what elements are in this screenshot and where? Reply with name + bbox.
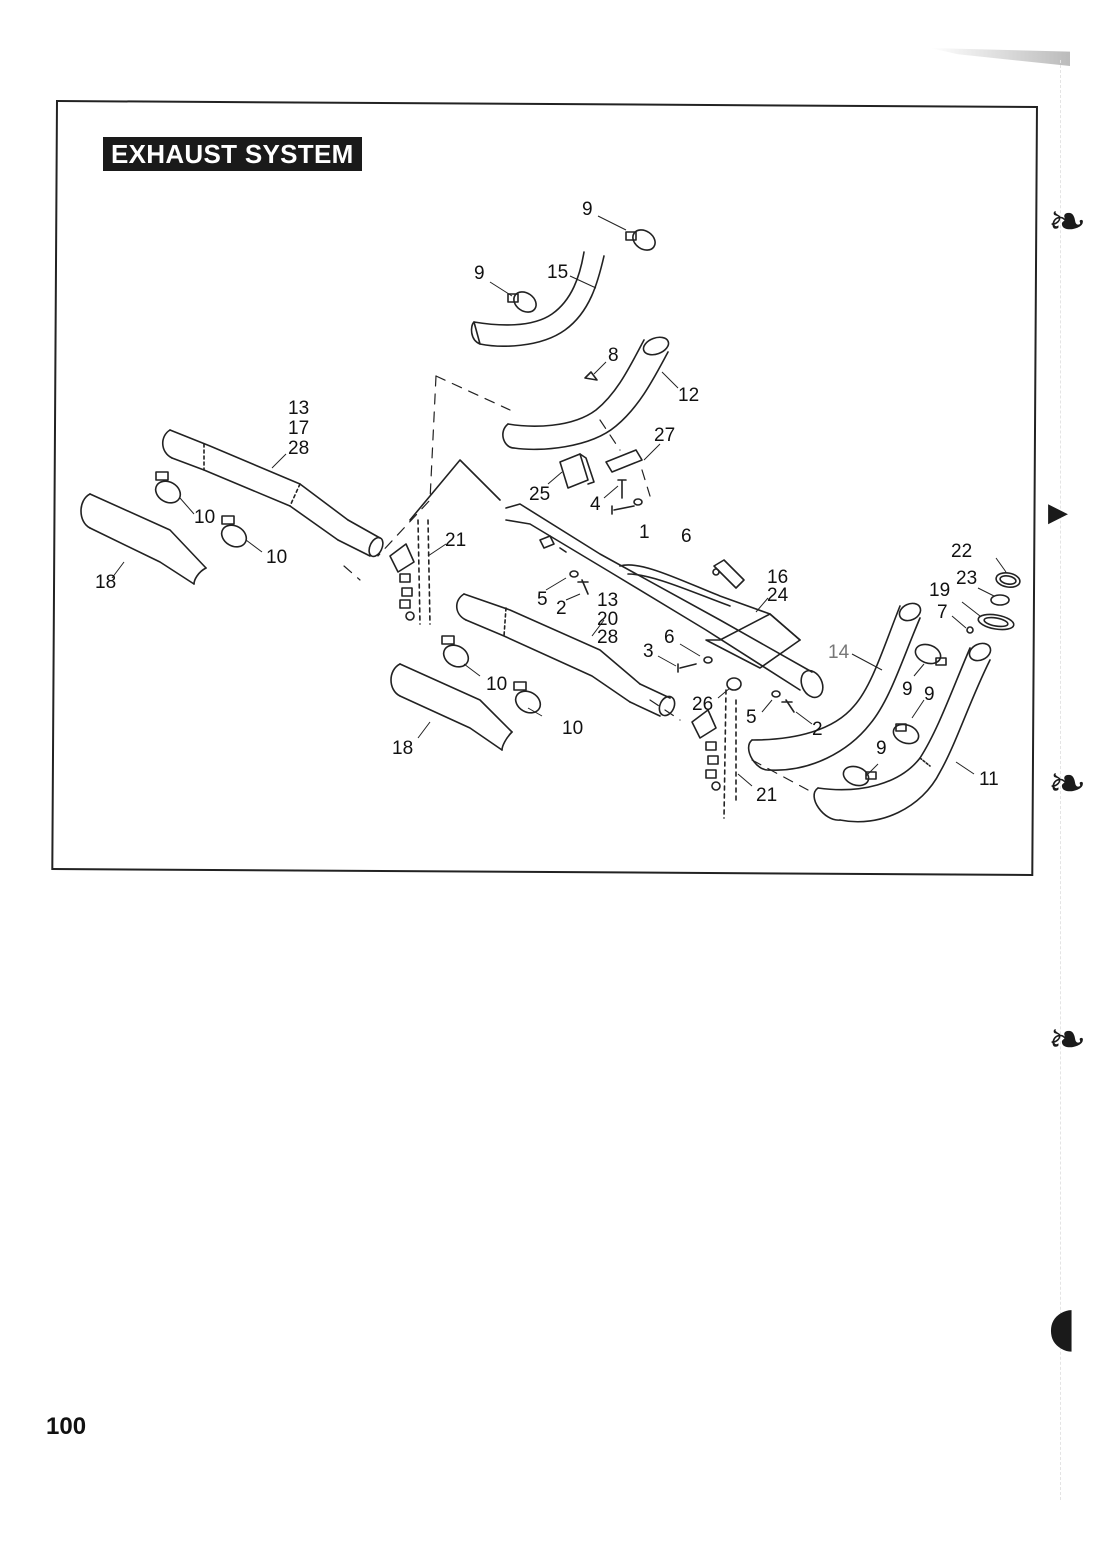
leader-lines (111, 215, 1007, 787)
callout-10: 10 (562, 718, 583, 739)
clamp-10-left-b (220, 515, 248, 548)
binder-hole-mark-icon: ❧ (1048, 756, 1087, 810)
callout-9: 9 (582, 199, 593, 220)
bracket-16-24 (619, 559, 801, 669)
clamp-9-lower-a (914, 643, 947, 666)
callout-3: 3 (643, 641, 654, 662)
clamp-10-right-b (513, 681, 542, 714)
flange-19 (977, 613, 1015, 631)
binder-hole-mark-icon: ❧ (1048, 1012, 1087, 1066)
binder-hole-mark-icon: ◖ (1048, 1295, 1077, 1358)
callout-6: 6 (681, 526, 692, 547)
stud-2-right (781, 699, 795, 713)
pipe-11 (813, 642, 992, 823)
clamp-10-right-a (441, 635, 470, 668)
pipe-12 (502, 336, 670, 451)
callout-21: 21 (445, 530, 466, 551)
callout-21: 21 (756, 785, 777, 806)
grommet-8 (584, 371, 598, 381)
assembly-guides (343, 375, 809, 791)
section-title: EXHAUST SYSTEM (103, 137, 362, 171)
clamp-9-left (507, 291, 537, 313)
callout-10: 10 (266, 547, 287, 568)
callout-9: 9 (474, 263, 485, 284)
washer-5-right (771, 690, 781, 698)
bolt-4 (617, 479, 627, 499)
binder-hole-mark-icon: ❧ (1048, 194, 1087, 248)
callout-13: 13 (288, 398, 309, 419)
callout-2: 2 (556, 598, 567, 619)
callout-6: 6 (664, 627, 675, 648)
page-number: 100 (46, 1413, 87, 1440)
bolt-3 (677, 663, 697, 673)
muffler-right (455, 593, 676, 717)
clamp-9-upper (625, 229, 656, 251)
callout-12: 12 (678, 385, 699, 406)
callout-labels: 9 9 15 8 12 13 17 28 27 25 4 1 6 10 10 2… (95, 199, 999, 806)
binder-hole-mark-icon: ▶ (1048, 498, 1068, 528)
callout-4: 4 (590, 494, 601, 515)
callout-15: 15 (547, 262, 568, 283)
clamp-10-left-a (154, 471, 182, 504)
bracket-27 (605, 449, 643, 473)
callout-10: 10 (486, 674, 507, 695)
bracket-21-right (691, 689, 737, 819)
callout-18: 18 (95, 572, 116, 593)
callout-5: 5 (537, 589, 548, 610)
bracket-21-left (389, 519, 431, 625)
callout-23: 23 (956, 568, 977, 589)
muffler-tip-right (390, 663, 513, 751)
washer-6-bottom (703, 656, 713, 664)
callout-1: 1 (639, 522, 650, 543)
nut-7 (966, 626, 974, 634)
callout-14: 14 (828, 642, 850, 663)
clamp-9-lower-c (842, 765, 877, 787)
mount-25 (559, 453, 595, 489)
callout-10: 10 (194, 507, 215, 528)
washer-5-left (569, 570, 579, 578)
callout-17: 17 (288, 418, 309, 439)
callout-8: 8 (608, 345, 619, 366)
callout-27: 27 (654, 425, 675, 446)
crossover-bracket (505, 503, 824, 699)
binder-edge (1060, 60, 1081, 1500)
pipe-15 (470, 251, 605, 347)
callout-13: 13 (597, 590, 618, 611)
muffler-tip-left (80, 493, 207, 585)
callout-26: 26 (692, 694, 713, 715)
washer-6-top (633, 498, 643, 506)
exhaust-diagram: 9 9 15 8 12 13 17 28 27 25 4 1 6 10 10 2… (80, 199, 1021, 823)
callout-25: 25 (529, 484, 550, 505)
ring-23 (990, 594, 1010, 606)
callout-2: 2 (812, 719, 823, 740)
callout-28: 28 (288, 438, 309, 459)
muffler-left (161, 429, 384, 558)
callout-9: 9 (902, 679, 913, 700)
pipe-14 (747, 602, 922, 771)
callout-20: 20 (597, 609, 618, 630)
callout-7: 7 (937, 602, 948, 623)
callout-28: 28 (597, 627, 618, 648)
callout-9: 9 (876, 738, 887, 759)
gasket-22 (995, 571, 1021, 589)
clamp-9-lower-b (892, 723, 920, 745)
callout-16: 16 (767, 567, 788, 588)
callout-22: 22 (951, 541, 972, 562)
spacer-26 (726, 677, 742, 691)
callout-19: 19 (929, 580, 950, 601)
callout-9: 9 (924, 684, 935, 705)
callout-24: 24 (767, 585, 789, 606)
guide-caret (409, 459, 501, 521)
stud-2-left (577, 579, 589, 595)
callout-18: 18 (392, 738, 413, 759)
callout-11: 11 (979, 769, 999, 790)
callout-5: 5 (746, 707, 757, 728)
bolt-1 (611, 505, 635, 515)
